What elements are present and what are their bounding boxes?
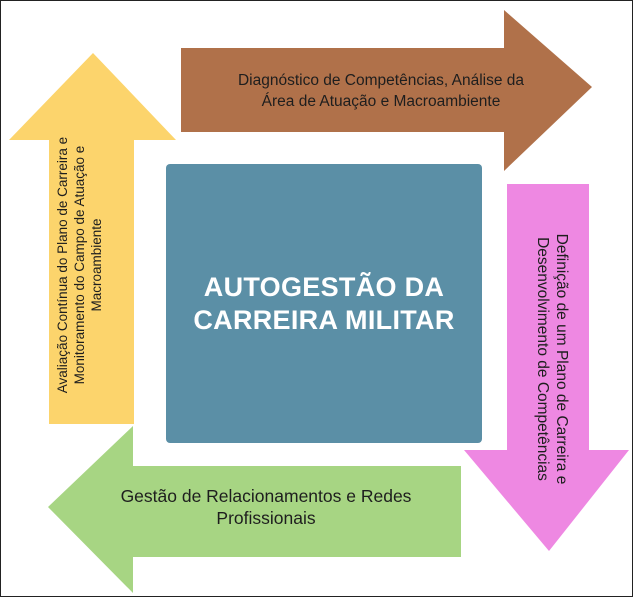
center-box: AUTOGESTÃO DA CARREIRA MILITAR: [166, 164, 482, 443]
arrow-left: [9, 53, 176, 424]
center-title: AUTOGESTÃO DA CARREIRA MILITAR: [193, 271, 455, 335]
arrow-right-label: Definição de um Plano de Carreira e Dese…: [534, 233, 570, 485]
arrow-left-label: Avaliação Contínua do Plano de Carreira …: [54, 136, 104, 394]
arrow-top-label: Diagnóstico de Competências, Análise da …: [237, 72, 525, 110]
arrow-bottom: [48, 426, 461, 593]
arrow-right: [464, 184, 629, 551]
arrow-top: [181, 10, 592, 171]
arrow-bottom-label: Gestão de Relacionamentos e Redes Profis…: [120, 486, 412, 528]
